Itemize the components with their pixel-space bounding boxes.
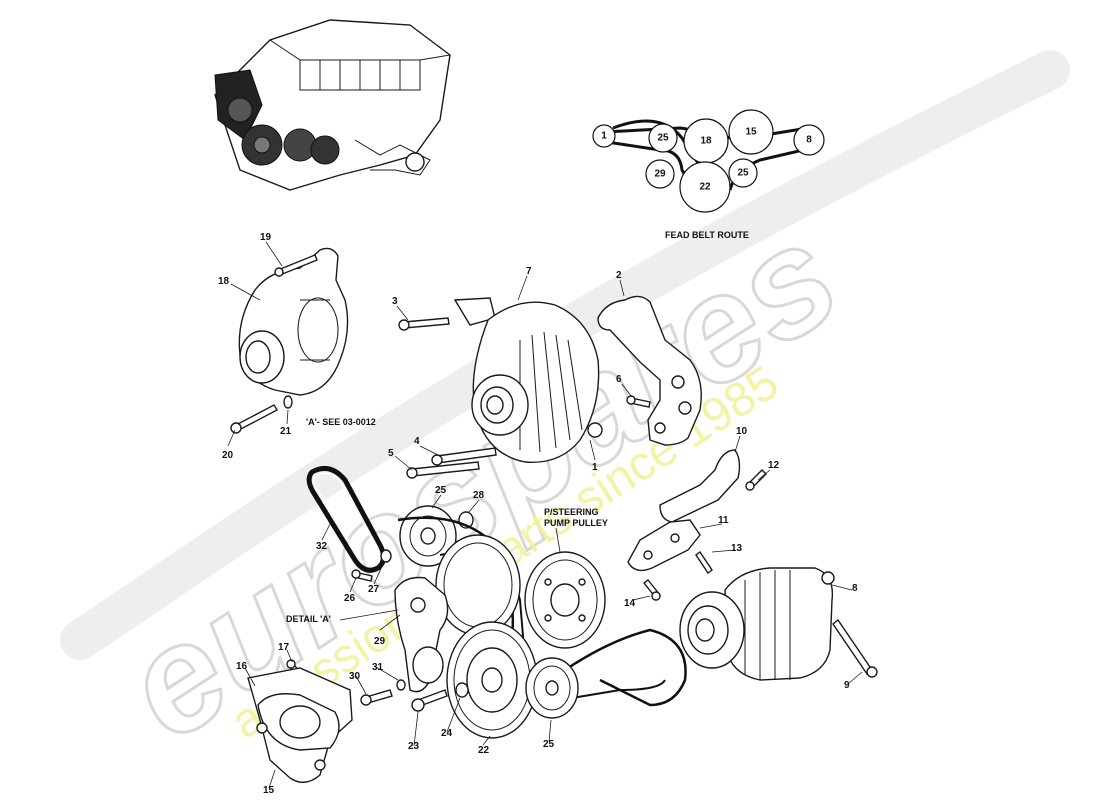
idler-pulley-25-lower <box>525 657 579 719</box>
see-reference-note: 'A'- SEE 03-0012 <box>306 417 376 427</box>
belt-route-title: FEAD BELT ROUTE <box>665 230 749 240</box>
callout-32: 32 <box>316 541 328 552</box>
washer-31 <box>396 679 406 691</box>
ps-pump-15 <box>247 667 353 783</box>
callout-11: 11 <box>718 515 729 526</box>
callout-25-upper: 25 <box>435 485 447 496</box>
bolt-19 <box>274 254 318 277</box>
bolt-23 <box>411 689 448 712</box>
callout-2: 2 <box>616 270 622 281</box>
callout-10: 10 <box>736 426 748 437</box>
belt-node-label: 8 <box>806 135 812 146</box>
callout-23: 23 <box>408 741 420 752</box>
belt-node-22 <box>679 161 731 213</box>
bolt-6 <box>626 395 651 408</box>
ps-pulley-note-line2: PUMP PULLEY <box>544 518 608 528</box>
belt-node-label: 18 <box>700 136 712 147</box>
bracket-10 <box>659 449 741 523</box>
belt-node-label: 15 <box>745 127 757 138</box>
water-pump-housing <box>238 247 349 396</box>
ps-pump-pulley <box>524 551 606 649</box>
callout-9: 9 <box>844 680 850 691</box>
bolt-13 <box>695 550 713 575</box>
engine-overview-image <box>214 19 451 191</box>
belt-node-15 <box>728 109 774 155</box>
callout-29: 29 <box>374 636 386 647</box>
diagram-notes: 'A'- SEE 03-0012 DETAIL 'A' P/STEERING P… <box>286 417 608 624</box>
callout-15: 15 <box>263 785 275 796</box>
crank-damper-large <box>435 534 521 636</box>
crank-damper-22 <box>446 621 538 739</box>
washer-27 <box>380 549 392 563</box>
callout-16: 16 <box>236 661 248 672</box>
bracket-11 <box>627 519 701 572</box>
callout-3: 3 <box>392 296 398 307</box>
belt-node-label: 25 <box>657 133 669 144</box>
callout-26: 26 <box>344 593 356 604</box>
callout-22: 22 <box>478 745 490 756</box>
leader-lines <box>227 241 863 789</box>
callout-28: 28 <box>473 490 485 501</box>
callout-21: 21 <box>280 426 292 437</box>
bolt-14 <box>643 579 661 601</box>
belt-32 <box>306 465 386 573</box>
bolt-4 <box>431 447 497 466</box>
bolt-30 <box>360 689 393 706</box>
callout-19: 19 <box>260 232 272 243</box>
fead-belt-route: 1 25 18 15 8 29 22 25 FEAD BELT ROUTE <box>592 109 825 240</box>
belt-node-8 <box>793 124 825 156</box>
callout-17: 17 <box>278 642 290 653</box>
callout-5: 5 <box>388 448 394 459</box>
callout-30: 30 <box>349 671 361 682</box>
belt-node-label: 22 <box>699 182 711 193</box>
callout-27: 27 <box>368 584 380 595</box>
alternator <box>453 297 603 464</box>
callout-31: 31 <box>372 662 384 673</box>
callout-25-lower: 25 <box>543 739 555 750</box>
belt-node-1 <box>592 124 616 148</box>
tensioner-29 <box>394 576 449 693</box>
callout-8: 8 <box>852 583 858 594</box>
callout-7: 7 <box>526 266 532 277</box>
belt-node-29 <box>645 159 675 189</box>
belt-node-label: 25 <box>737 168 749 179</box>
bolt-5 <box>406 461 480 479</box>
washer-24 <box>455 682 469 698</box>
callout-20: 20 <box>222 450 234 461</box>
callout-4: 4 <box>414 436 420 447</box>
callout-24: 24 <box>441 728 453 739</box>
callout-13: 13 <box>731 543 743 554</box>
bolt-3 <box>398 317 450 331</box>
belt-node-label: 1 <box>601 131 607 142</box>
washer-21 <box>283 395 293 409</box>
callout-18: 18 <box>218 276 230 287</box>
callout-14: 14 <box>624 598 636 609</box>
bolt-12 <box>745 469 767 491</box>
callout-1: 1 <box>592 462 598 473</box>
belt-node-25-top <box>648 123 678 153</box>
ps-pulley-note-line1: P/STEERING <box>544 507 599 517</box>
bolt-20 <box>230 404 278 434</box>
callout-6: 6 <box>616 374 622 385</box>
detail-a-note: DETAIL 'A' <box>286 614 331 624</box>
ac-compressor <box>679 567 835 681</box>
belt-node-25-bottom <box>728 158 758 188</box>
callout-numbers: 19 18 3 7 2 6 20 21 1 4 5 10 12 25 28 11… <box>218 232 858 796</box>
bolt-9 <box>832 618 878 678</box>
belt-node-label: 29 <box>654 169 666 180</box>
callout-12: 12 <box>768 460 780 471</box>
alternator-bracket <box>597 295 702 446</box>
idler-pulley-25 <box>399 505 457 567</box>
